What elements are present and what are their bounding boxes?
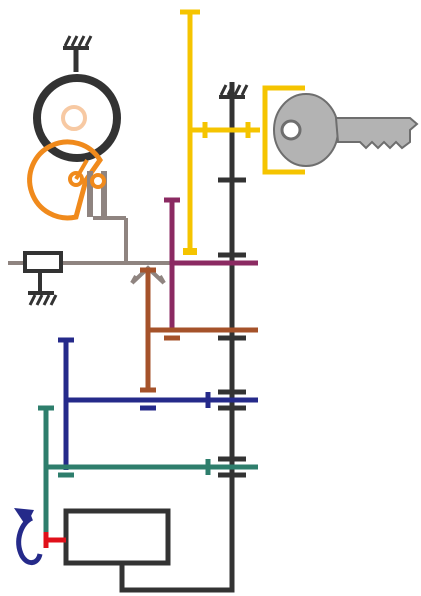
cam-disc: [27, 139, 103, 221]
teal-shaft: [38, 405, 258, 548]
navy-shaft: [58, 337, 258, 470]
cam-arm: [74, 158, 89, 181]
brown-shaft: [140, 267, 258, 393]
ground-hatch-icon: [219, 82, 249, 100]
slider-block: [23, 251, 63, 295]
rotation-arrow-icon: [14, 508, 43, 565]
ground-hatch-icon: [28, 291, 58, 306]
key-icon: [273, 93, 419, 167]
motor-box: [63, 508, 235, 593]
drive-pin: [43, 532, 66, 548]
yellow-shaft: [180, 9, 305, 255]
magenta-shaft: [164, 197, 258, 333]
follower-roller: [61, 105, 87, 131]
flywheel-ring: [33, 74, 121, 162]
ground-hatch-icon: [63, 35, 93, 72]
